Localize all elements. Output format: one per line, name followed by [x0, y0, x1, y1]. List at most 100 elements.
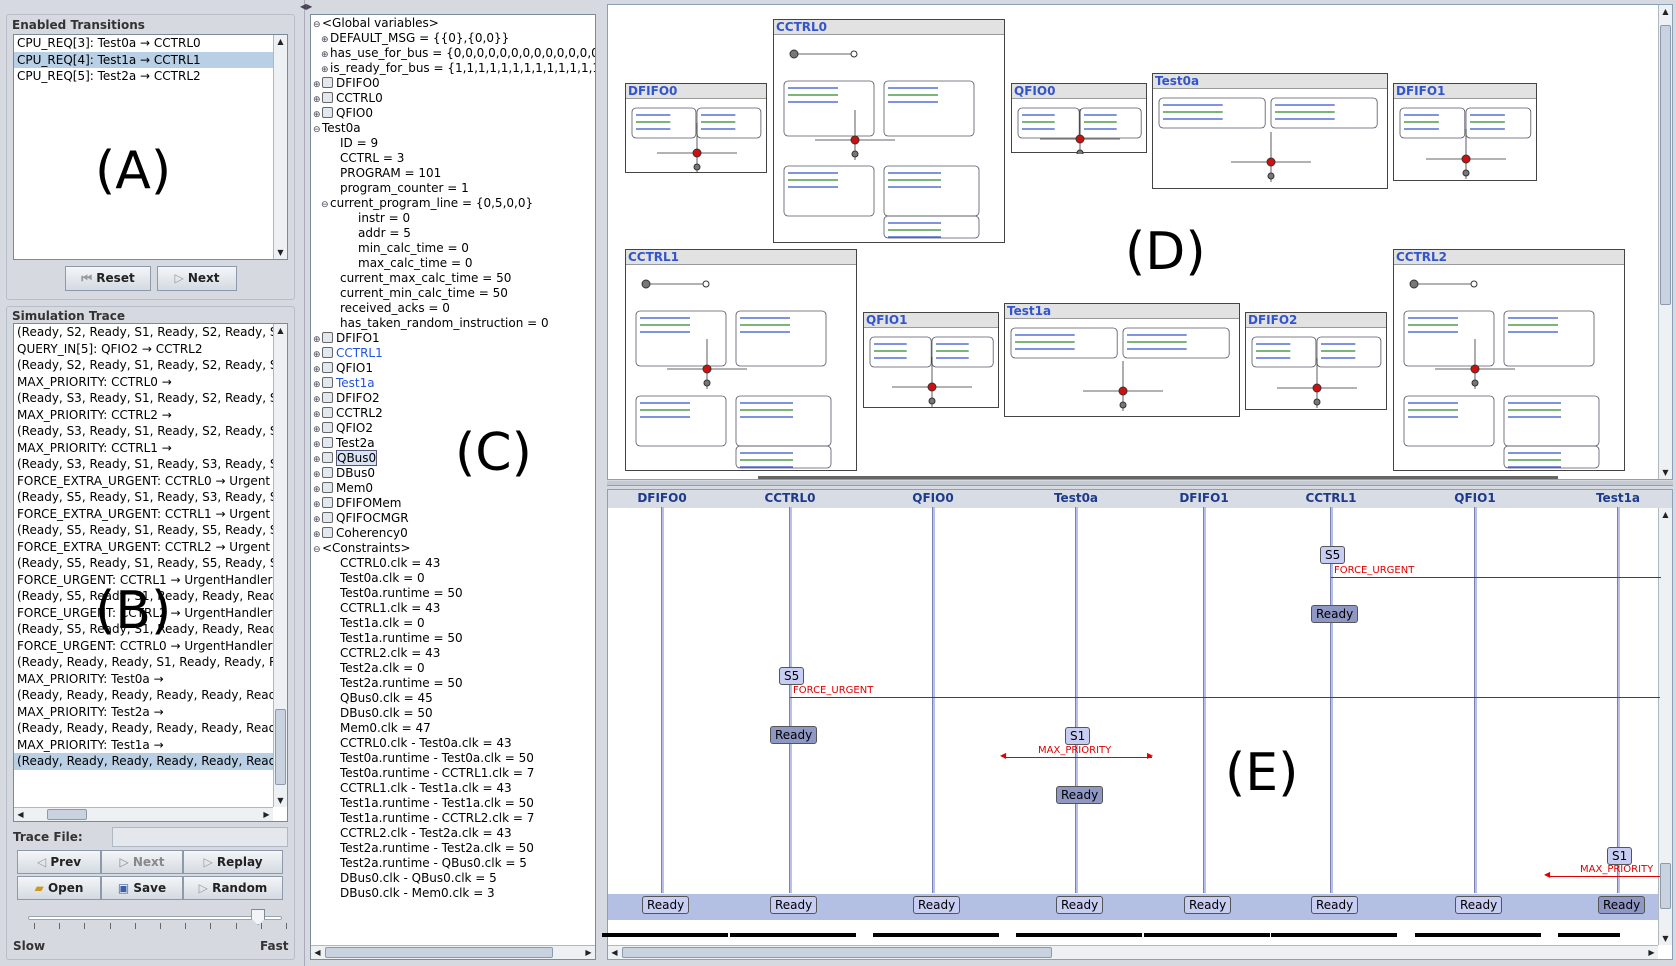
trace-item[interactable]: MAX_PRIORITY: CCTRL0 → — [17, 374, 172, 389]
tree-toggle-icon[interactable]: ⊕ — [313, 515, 321, 525]
tree-toggle-icon[interactable]: ⊕ — [313, 455, 321, 465]
tree-node[interactable]: ⊕DFIFOMem — [311, 496, 595, 511]
trace-item[interactable]: QUERY_IN[5]: QFIO2 → CCTRL2 — [17, 341, 203, 356]
tree-toggle-icon[interactable]: ⊕ — [313, 365, 321, 375]
tree-toggle-icon[interactable]: ⊕ — [313, 335, 321, 345]
tree-node[interactable]: ⊖current_program_line = {0,5,0,0} — [311, 196, 595, 211]
trace-item[interactable]: FORCE_EXTRA_URGENT: CCTRL1 → Urgent — [17, 506, 271, 521]
trace-item[interactable]: (Ready, S3, Ready, S1, Ready, S2, Ready,… — [17, 424, 273, 438]
tree-toggle-icon[interactable]: ⊕ — [313, 530, 321, 540]
tree-node[interactable]: program_counter = 1 — [311, 181, 595, 196]
save-button[interactable]: ▣ Save — [101, 876, 183, 900]
trace-item[interactable]: MAX_PRIORITY: Test1a → — [17, 737, 164, 752]
next-step-button[interactable]: ▷ Next — [101, 850, 183, 874]
tree-hscroll-thumb[interactable] — [325, 947, 553, 958]
tree-toggle-icon[interactable]: ⊕ — [313, 350, 321, 360]
automaton-test1a[interactable]: Test1a — [1004, 303, 1240, 417]
trace-item[interactable]: (Ready, S2, Ready, S1, Ready, S2, Ready,… — [17, 358, 273, 372]
bottom-state-box[interactable]: Ready — [1455, 896, 1503, 914]
trace-item[interactable]: MAX_PRIORITY: Test2a → — [17, 704, 164, 719]
trace-item[interactable]: MAX_PRIORITY: Test0a → — [17, 671, 164, 686]
tree-node[interactable]: CCTRL0.clk - Test0a.clk = 43 — [311, 736, 595, 751]
trace-item[interactable]: (Ready, S5, Ready, S1, Ready, S3, Ready,… — [17, 490, 273, 504]
tree-node[interactable]: Test1a.runtime - CCTRL2.clk = 7 — [311, 811, 595, 826]
tree-toggle-icon[interactable]: ⊕ — [313, 380, 321, 390]
tree-node[interactable]: instr = 0 — [311, 211, 595, 226]
tree-node[interactable]: ⊕CCTRL2 — [311, 406, 595, 421]
state-box[interactable]: S5 — [1320, 546, 1346, 564]
tree-node[interactable]: Test0a.runtime - Test0a.clk = 50 — [311, 751, 595, 766]
list-item[interactable]: CPU_REQ[4]: Test1a → CCTRL1 — [14, 51, 273, 68]
tree-node[interactable]: Test0a.runtime - CCTRL1.clk = 7 — [311, 766, 595, 781]
automaton-qfio0[interactable]: QFIO0 — [1011, 83, 1147, 154]
trace-item[interactable]: (Ready, S2, Ready, S1, Ready, S2, Ready,… — [17, 325, 273, 339]
trace-item[interactable]: MAX_PRIORITY: CCTRL1 → — [17, 440, 172, 455]
automaton-cctrl1[interactable]: CCTRL1 — [625, 249, 857, 471]
scroll-up-icon[interactable]: ▲ — [1662, 7, 1669, 16]
msc-vscroll-thumb[interactable] — [1660, 863, 1671, 909]
scroll-up-icon[interactable]: ▲ — [277, 326, 284, 335]
tree-node[interactable]: ⊕QFIO2 — [311, 421, 595, 436]
tree-node[interactable]: ⊕Test1a — [311, 376, 595, 391]
trace-hscroll-thumb[interactable] — [47, 809, 87, 820]
tree-node[interactable]: Test0a.runtime = 50 — [311, 586, 595, 601]
tree-node[interactable]: Test1a.runtime - Test1a.clk = 50 — [311, 796, 595, 811]
tree-node[interactable]: ⊕Coherency0 — [311, 526, 595, 541]
tree-toggle-icon[interactable]: ⊖ — [321, 200, 329, 210]
tree-node[interactable]: DBus0.clk - QBus0.clk = 5 — [311, 871, 595, 886]
automaton-dfifo1[interactable]: DFIFO1 — [1393, 83, 1537, 181]
state-box[interactable]: Ready — [1311, 605, 1359, 623]
tree-node[interactable]: has_taken_random_instruction = 0 — [311, 316, 595, 331]
tree-toggle-icon[interactable]: ⊕ — [313, 425, 321, 435]
splitter-handle[interactable]: ◀▶ — [300, 2, 313, 11]
bottom-state-box[interactable]: Ready — [1184, 896, 1232, 914]
scroll-up-icon[interactable]: ▲ — [1662, 510, 1669, 519]
trace-item[interactable]: (Ready, Ready, Ready, Ready, Ready, Read… — [17, 688, 273, 702]
trace-item[interactable]: FORCE_URGENT: CCTRL0 → UrgentHandler — [17, 638, 273, 653]
state-box[interactable]: S1 — [1065, 727, 1091, 745]
tree-node[interactable]: Mem0.clk = 47 — [311, 721, 595, 736]
trace-item[interactable]: (Ready, S3, Ready, S1, Ready, S3, Ready,… — [17, 457, 273, 471]
trace-item[interactable]: (Ready, S5, Ready, S1, Ready, Ready, Rea… — [17, 589, 273, 603]
state-box[interactable]: Ready — [1056, 786, 1104, 804]
tree-node[interactable]: ⊕has_use_for_bus = {0,0,0,0,0,0,0,0,0,0,… — [311, 46, 595, 61]
msc-hscroll-thumb[interactable] — [622, 947, 1052, 958]
tree-node[interactable]: DBus0.clk = 50 — [311, 706, 595, 721]
tree-node[interactable]: ⊕is_ready_for_bus = {1,1,1,1,1,1,1,1,1,1… — [311, 61, 595, 76]
tree-toggle-icon[interactable]: ⊕ — [313, 395, 321, 405]
message-sequence-chart[interactable]: ▲ ▼ ◀ ▶ — [607, 489, 1673, 960]
scroll-right-icon[interactable]: ▶ — [263, 810, 270, 819]
tree-node[interactable]: ⊕QFIFOCMGR — [311, 511, 595, 526]
tree-toggle-icon[interactable]: ⊕ — [321, 65, 329, 75]
tree-toggle-icon[interactable]: ⊖ — [313, 125, 321, 135]
trace-item[interactable]: FORCE_EXTRA_URGENT: CCTRL0 → Urgent — [17, 473, 271, 488]
automaton-dfifo2[interactable]: DFIFO2 — [1245, 312, 1387, 410]
scroll-right-icon[interactable]: ▶ — [585, 948, 592, 957]
bottom-state-box[interactable]: Ready — [770, 896, 818, 914]
tree-node[interactable]: current_max_calc_time = 50 — [311, 271, 595, 286]
automaton-test0a[interactable]: Test0a — [1152, 73, 1388, 189]
tree-node[interactable]: PROGRAM = 101 — [311, 166, 595, 181]
automaton-qfio1[interactable]: QFIO1 — [863, 312, 999, 408]
tree-node[interactable]: Test1a.runtime = 50 — [311, 631, 595, 646]
tree-node[interactable]: Test2a.runtime - Test2a.clk = 50 — [311, 841, 595, 856]
tree-toggle-icon[interactable]: ⊕ — [313, 440, 321, 450]
tree-toggle-icon[interactable]: ⊖ — [313, 20, 321, 30]
speed-slider[interactable] — [28, 906, 287, 936]
list-item[interactable]: CPU_REQ[3]: Test0a → CCTRL0 — [17, 36, 201, 50]
scroll-right-icon[interactable]: ▶ — [1648, 948, 1655, 957]
tree-node[interactable]: ⊕DBus0 — [311, 466, 595, 481]
enabled-scrollbar[interactable]: ▲ ▼ — [273, 35, 287, 259]
tree-node[interactable]: CCTRL2.clk = 43 — [311, 646, 595, 661]
bottom-state-box[interactable]: Ready — [1056, 896, 1104, 914]
trace-item[interactable]: (Ready, Ready, Ready, Ready, Ready, Read… — [14, 753, 273, 770]
automaton-dfifo0[interactable]: DFIFO0 — [625, 83, 767, 173]
trace-item[interactable]: (Ready, S5, Ready, S1, Ready, S5, Ready,… — [17, 523, 273, 537]
tree-node[interactable]: ID = 9 — [311, 136, 595, 151]
diagram-vscrollbar[interactable]: ▲ ▼ — [1658, 5, 1672, 479]
trace-file-field[interactable] — [112, 827, 288, 847]
tree-toggle-icon[interactable]: ⊕ — [313, 410, 321, 420]
slider-thumb[interactable] — [251, 909, 266, 925]
